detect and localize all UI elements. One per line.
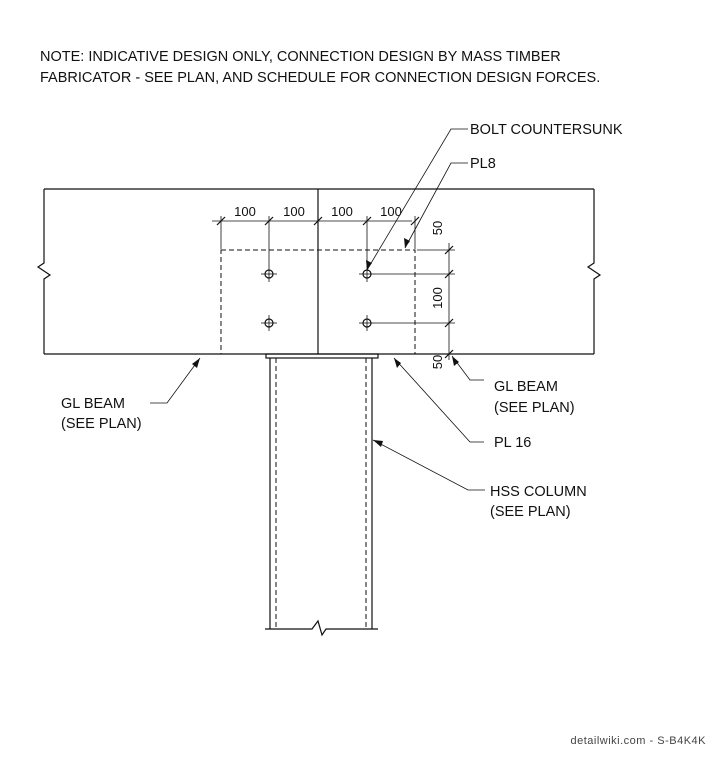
label-pl16: PL 16: [494, 435, 531, 451]
dim-v-mid: 100: [430, 287, 445, 309]
dim-h1: 100: [234, 204, 256, 219]
dim-h2: 100: [283, 204, 305, 219]
horizontal-dimension-chain: [212, 216, 420, 266]
label-hss-column-see-plan: (SEE PLAN): [490, 504, 571, 520]
label-gl-beam-right: GL BEAM: [494, 379, 558, 395]
bolts: [261, 266, 375, 331]
dim-v-top: 50: [430, 221, 445, 235]
bolt-icon: [261, 315, 277, 331]
label-pl8: PL8: [470, 156, 496, 172]
watermark: detailwiki.com - S-B4K4K: [571, 735, 707, 747]
leader-lines: [150, 128, 485, 491]
label-gl-beam-left: GL BEAM: [61, 396, 125, 412]
dim-h4: 100: [380, 204, 402, 219]
dim-v-bot: 50: [430, 355, 445, 369]
label-gl-beam-right-see-plan: (SEE PLAN): [494, 400, 575, 416]
vertical-dimension-chain: [375, 243, 455, 360]
pl16-cap-plate: [265, 353, 379, 359]
label-hss-column: HSS COLUMN: [490, 484, 587, 500]
note-line-2: FABRICATOR - SEE PLAN, AND SCHEDULE FOR …: [40, 70, 600, 86]
bolt-icon: [359, 315, 375, 331]
dim-h3: 100: [331, 204, 353, 219]
bolt-icon: [261, 266, 277, 282]
label-bolt-countersunk: BOLT COUNTERSUNK: [470, 122, 623, 138]
note-line-1: NOTE: INDICATIVE DESIGN ONLY, CONNECTION…: [40, 49, 561, 65]
hss-column: [265, 358, 378, 637]
gl-beam: [36, 188, 602, 355]
label-gl-beam-left-see-plan: (SEE PLAN): [61, 416, 142, 432]
